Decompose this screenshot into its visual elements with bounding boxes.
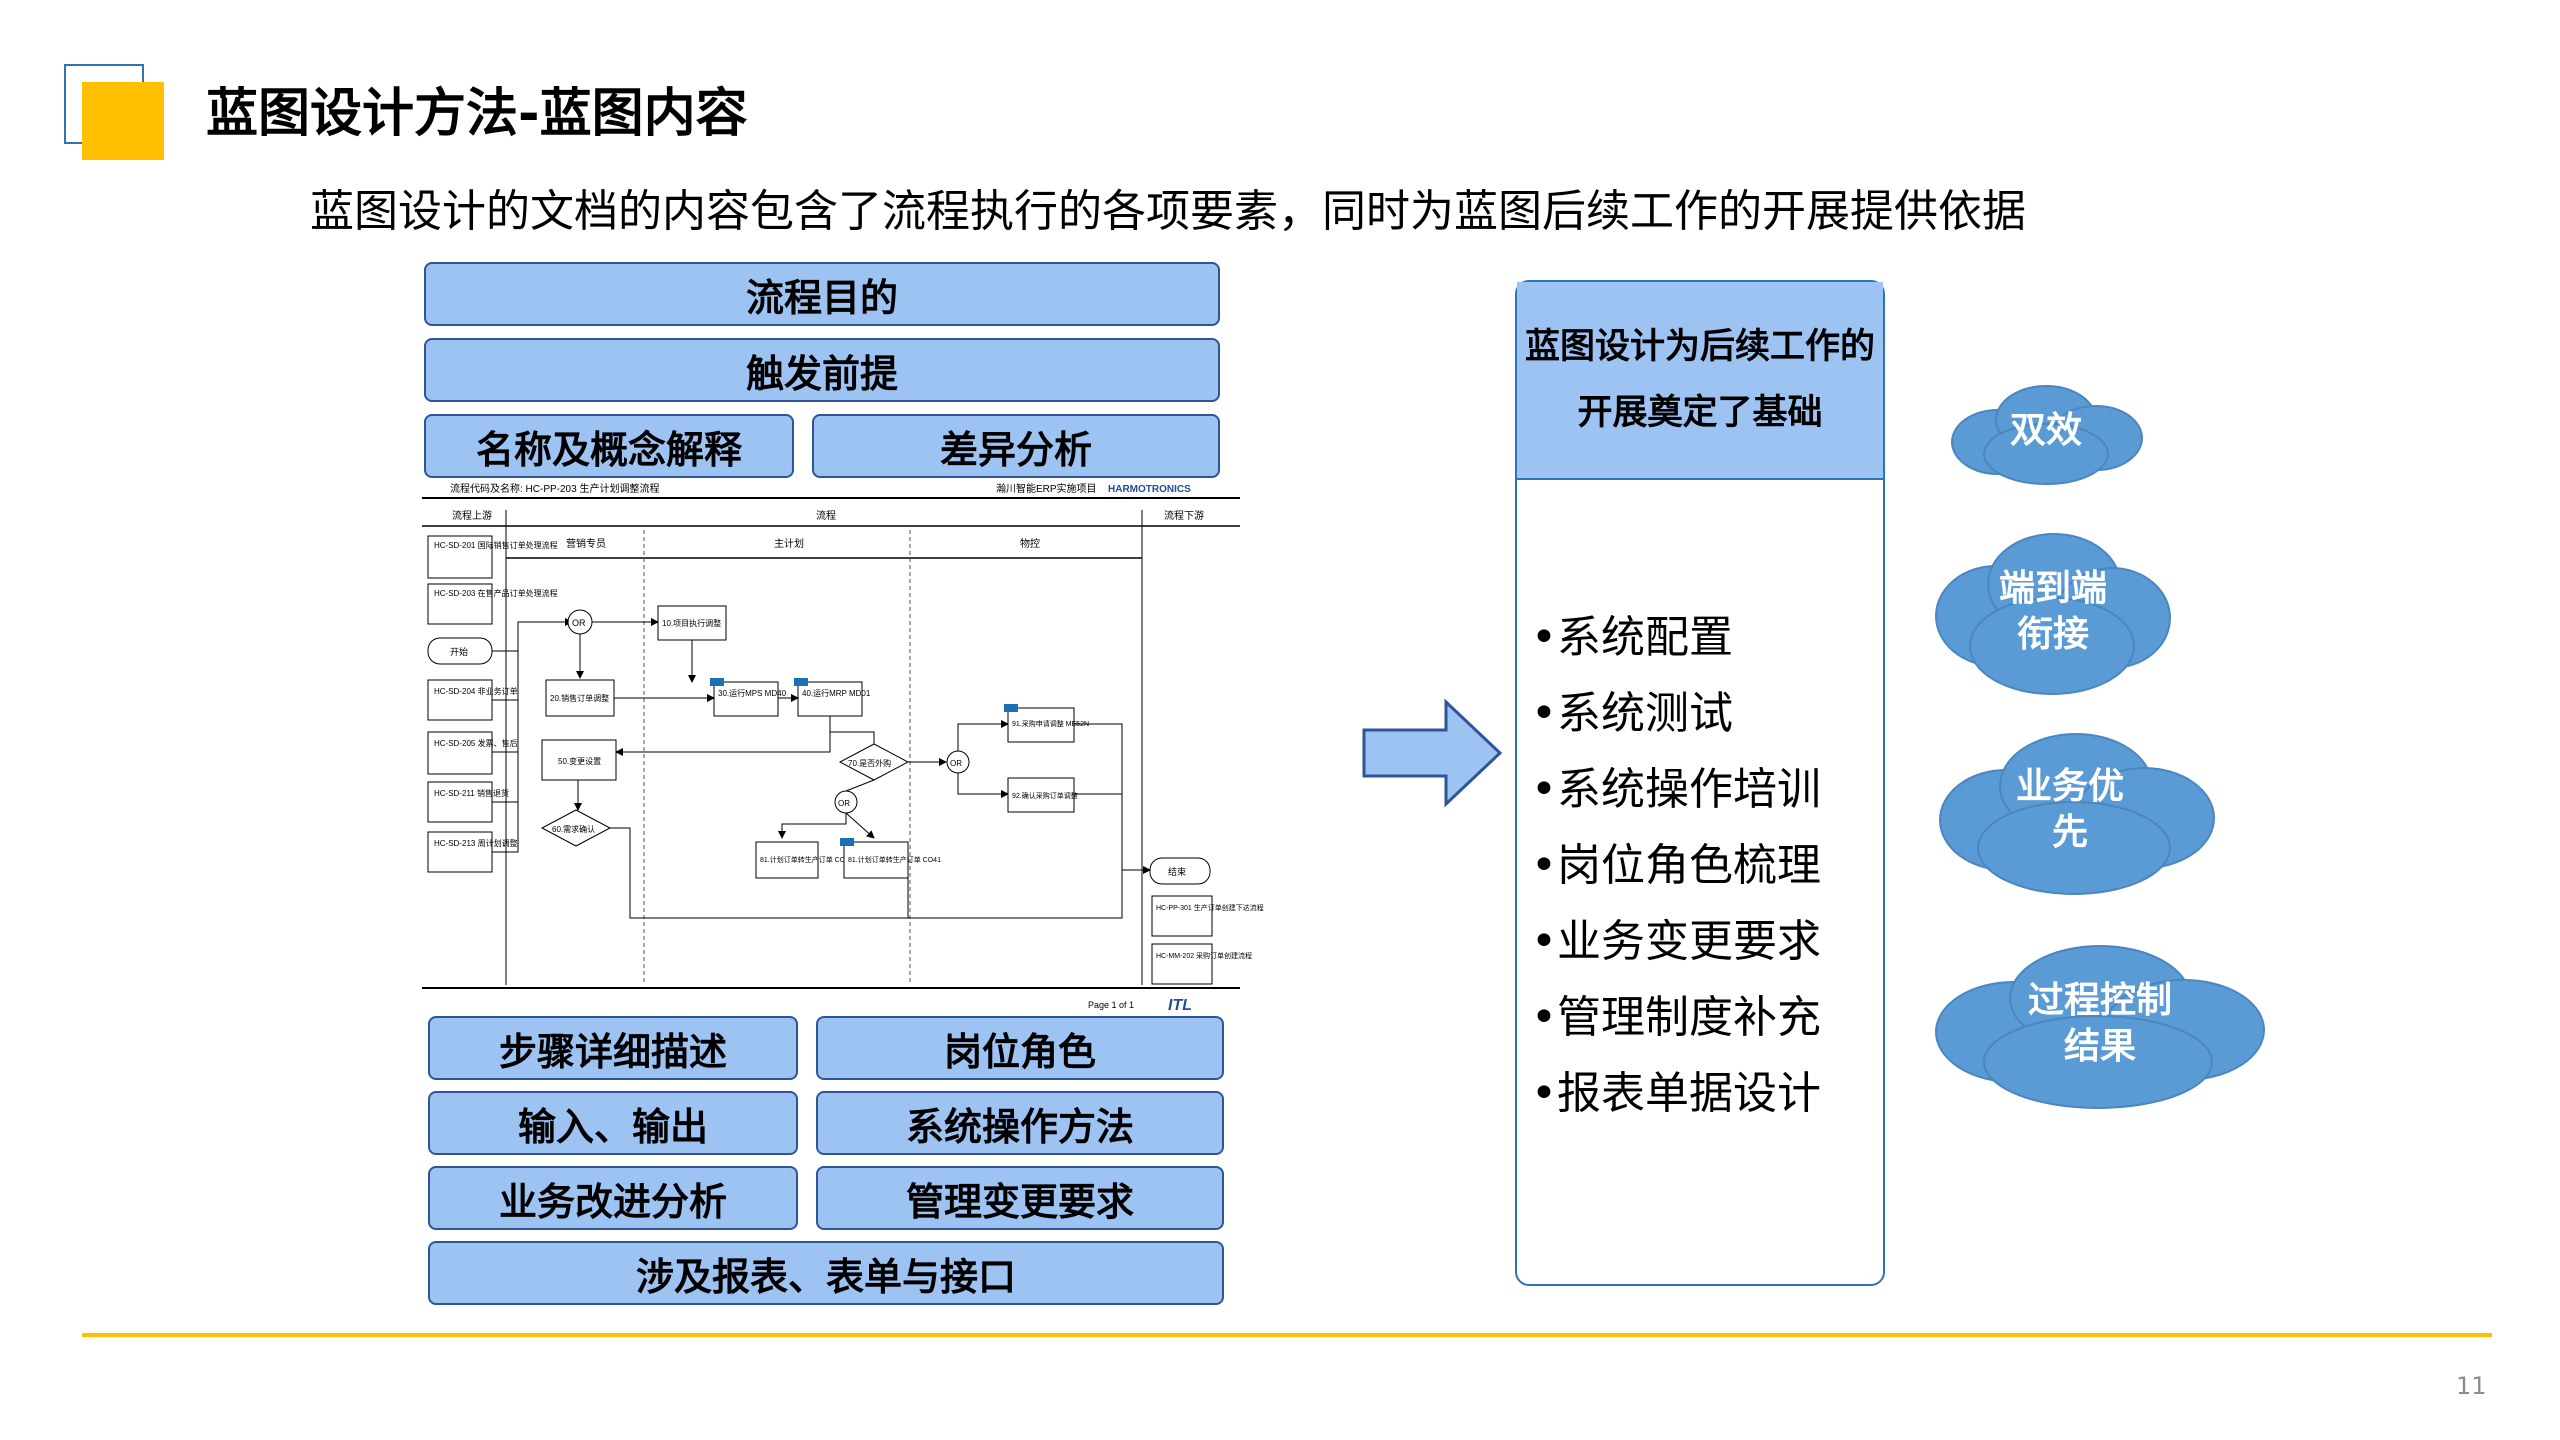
page-number: 11	[2456, 1372, 2487, 1400]
list-item: •系统配置	[1531, 612, 1733, 663]
cloud-line: 先	[2051, 812, 2088, 853]
cloud-line: 衔接	[2016, 614, 2089, 655]
step-81: 81.计划订单转生产订单 CO41	[848, 855, 941, 864]
step-60: 60.需求确认	[552, 824, 595, 834]
bar-business-improvement: 业务改进分析	[428, 1166, 798, 1230]
step-40: 40.运行MRP MD01	[802, 688, 871, 698]
col-upstream: 流程上游	[452, 509, 492, 522]
diagram-page-label: Page 1 of 1	[1088, 1000, 1134, 1010]
upstream-item: HC-SD-203 在售产品订单处理流程	[434, 588, 558, 598]
cloud-shape	[1951, 385, 2143, 485]
follow-up-work-list: •系统配置 •系统测试 •系统操作培训 •岗位角色梳理 •业务变更要求 •管理制…	[1531, 600, 1821, 1132]
cloud-shape	[1935, 533, 2171, 695]
cloud-line: 结果	[2063, 1026, 2136, 1067]
list-item: •系统测试	[1531, 688, 1733, 739]
step-91: 91.采购申请调整 ME52N	[1012, 719, 1089, 728]
list-item: •岗位角色梳理	[1531, 840, 1821, 891]
step-10: 10.项目执行调整	[662, 618, 721, 628]
downstream-pp201: 81.计划订单转生产订单 CO41	[760, 855, 853, 864]
or-gate: OR	[572, 618, 586, 628]
bar-management-change: 管理变更要求	[816, 1166, 1224, 1230]
cloud-shape	[1935, 945, 2265, 1109]
start-node: 开始	[450, 646, 468, 657]
upstream-item: HC-SD-211 销售退货	[434, 788, 509, 798]
cloud-label-end-to-end: 端到端 衔接	[1983, 566, 2123, 658]
step-30: 30.运行MPS MD40	[718, 688, 787, 698]
upstream-item: HC-SD-201 国际销售订单处理流程	[434, 540, 558, 550]
process-flow-diagram: 流程代码及名称: HC-PP-203 生产计划调整流程 瀚川智能ERP实施项目 …	[422, 480, 1264, 1020]
title-decoration-square	[82, 82, 164, 160]
upstream-item: HC-SD-213 周计划调整	[434, 838, 518, 848]
upstream-item: HC-SD-204 非业务订单	[434, 686, 518, 696]
bar-process-purpose: 流程目的	[424, 262, 1220, 326]
bar-system-operation: 系统操作方法	[816, 1091, 1224, 1155]
heading-line-1: 蓝图设计为后续工作的	[1524, 327, 1875, 367]
bar-trigger-precondition: 触发前提	[424, 338, 1220, 402]
step-20: 20.销售订单调整	[550, 693, 609, 703]
lane-sales: 营销专员	[566, 537, 606, 550]
cloud-line: 端到端	[1998, 568, 2107, 609]
bar-position-role: 岗位角色	[816, 1016, 1224, 1080]
bar-input-output: 输入、输出	[428, 1091, 798, 1155]
page-subtitle: 蓝图设计的文档的内容包含了流程执行的各项要素，同时为蓝图后续工作的开展提供依据	[310, 186, 2026, 237]
heading-line-2: 开展奠定了基础	[1577, 393, 1823, 433]
bar-terms-definition: 名称及概念解释	[424, 414, 794, 478]
cloud-label-business-first: 业务优 先	[2000, 764, 2140, 856]
list-item: •业务变更要求	[1531, 916, 1821, 967]
foundation-box-heading: 蓝图设计为后续工作的 开展奠定了基础	[1517, 282, 1883, 480]
foundation-box: 蓝图设计为后续工作的 开展奠定了基础 •系统配置 •系统测试 •系统操作培训 •…	[1515, 280, 1885, 1286]
lane-master-planning: 主计划	[774, 537, 804, 550]
itl-logo: ITL	[1168, 997, 1192, 1014]
diagram-code-label: 流程代码及名称: HC-PP-203 生产计划调整流程	[450, 482, 659, 495]
step-92: 92.确认采购订单调整	[1012, 791, 1078, 800]
footer-divider	[82, 1333, 2492, 1337]
end-node: 结束	[1168, 866, 1186, 877]
list-item: •管理制度补充	[1531, 992, 1821, 1043]
list-item: •系统操作培训	[1531, 764, 1821, 815]
cloud-line: 业务优	[2015, 766, 2124, 807]
upstream-item: HC-SD-205 发票、售后	[434, 738, 518, 748]
cloud-line: 过程控制	[2027, 980, 2172, 1021]
bar-reports-forms-interfaces: 涉及报表、表单与接口	[428, 1241, 1224, 1305]
step-70: 70.是否外购	[848, 758, 891, 768]
bar-step-description: 步骤详细描述	[428, 1016, 798, 1080]
bar-gap-analysis: 差异分析	[812, 414, 1220, 478]
page-title: 蓝图设计方法-蓝图内容	[206, 84, 748, 144]
or-gate-3: OR	[950, 759, 962, 768]
harmotronics-logo: HARMOTRONICS	[1108, 484, 1191, 495]
right-arrow-icon	[1362, 698, 1503, 808]
cloud-shape	[1939, 733, 2215, 895]
col-downstream: 流程下游	[1164, 509, 1204, 522]
downstream-item: HC-PP-301 生产订单创建下达流程	[1156, 903, 1264, 912]
downstream-item: HC-MM-202 采购订单创建流程	[1156, 951, 1252, 960]
list-item: •报表单据设计	[1531, 1068, 1821, 1119]
step-50: 50.变更设置	[558, 756, 601, 766]
cloud-label-process-control: 过程控制 结果	[2010, 978, 2190, 1070]
or-gate-2: OR	[838, 799, 850, 808]
diagram-project-label: 瀚川智能ERP实施项目	[996, 482, 1097, 495]
lane-material-control: 物控	[1020, 537, 1040, 550]
col-flow: 流程	[816, 509, 836, 522]
cloud-label-dual-efficiency: 双效	[2009, 410, 2082, 451]
